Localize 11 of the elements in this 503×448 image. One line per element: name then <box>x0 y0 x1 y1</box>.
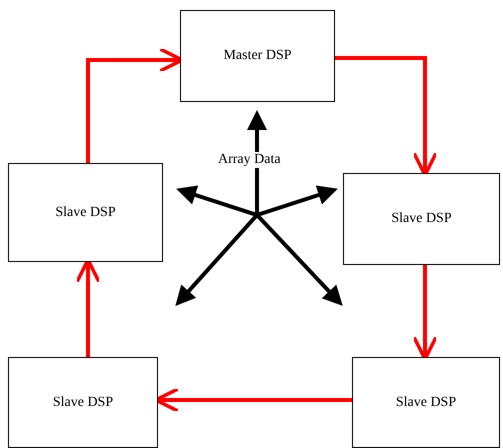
node-label: Slave DSP <box>396 394 456 410</box>
data-label: Array Data <box>218 152 281 168</box>
node-label: Slave DSP <box>52 394 114 410</box>
node-label: Master DSP <box>223 48 292 64</box>
process-box <box>343 173 500 265</box>
process-box <box>8 163 163 262</box>
process-box <box>180 10 335 102</box>
process-box <box>8 357 158 448</box>
node-label: Slave DSP <box>391 211 452 227</box>
node-label: Slave DSP <box>55 204 116 220</box>
process-box <box>352 357 500 448</box>
